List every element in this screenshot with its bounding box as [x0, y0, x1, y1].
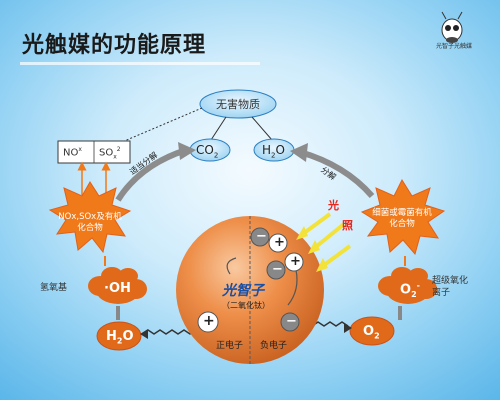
harmless-bubble	[199, 89, 277, 119]
sphere-subtitle: （二氧化钛）	[222, 301, 270, 310]
hydroxyl-label: 氢氧基	[40, 283, 68, 293]
sox-label: SOx2	[99, 146, 121, 161]
minus-sign-2: −	[272, 262, 283, 277]
h2o-bottom-label: H2O	[106, 329, 134, 346]
superoxide-formula: O2-	[400, 281, 420, 299]
arrow-left-up	[115, 147, 187, 202]
positive-charges	[197, 233, 304, 333]
title-underline	[20, 62, 260, 65]
minus-sign-1: −	[256, 229, 267, 244]
harmless-label: 无害物质	[216, 98, 260, 111]
star-left-label: NOx,SOx及有机化合物	[58, 212, 122, 233]
link-harmless-co2	[210, 116, 227, 141]
hydroxyl-formula: ·OH	[104, 281, 131, 296]
plus-sign-3: +	[203, 313, 215, 329]
light-rays	[296, 212, 352, 272]
hydroxyl-cloud	[88, 267, 147, 304]
co2-label: CO2	[196, 143, 219, 160]
star-left	[48, 181, 132, 254]
light-label-2: 照	[342, 219, 353, 232]
sphere-brand: 光智子	[222, 283, 264, 299]
minus-sign-3: −	[286, 314, 297, 329]
star-right-label: 细菌或霉菌有机化合物	[372, 208, 432, 229]
negative-electron-label: 负电子	[260, 341, 288, 351]
plus-sign-2: +	[290, 254, 301, 269]
h2o-top-label: H2O	[262, 143, 285, 160]
h2o-bottom-bubble	[96, 321, 142, 351]
arrow-right-up	[299, 149, 375, 198]
o2-bottom-bubble	[349, 316, 395, 346]
superoxide-label: 超级氧化离子	[432, 276, 469, 298]
star-right	[360, 178, 446, 256]
nox-label: NOx	[63, 146, 82, 159]
plus-sign-1: +	[274, 235, 285, 250]
link-harmless-nox	[121, 107, 203, 143]
negative-charges	[250, 227, 300, 332]
positive-electron-label: 正电子	[216, 341, 244, 351]
light-label-1: 光	[328, 199, 339, 212]
brand-logo	[441, 11, 463, 43]
brand-name: 光智子光触媒	[436, 43, 473, 50]
superoxide-cloud	[378, 267, 437, 304]
o2-bottom-label: O2	[363, 324, 380, 341]
page-title: 光触媒的功能原理	[22, 33, 207, 58]
link-harmless-h2o	[251, 116, 273, 141]
